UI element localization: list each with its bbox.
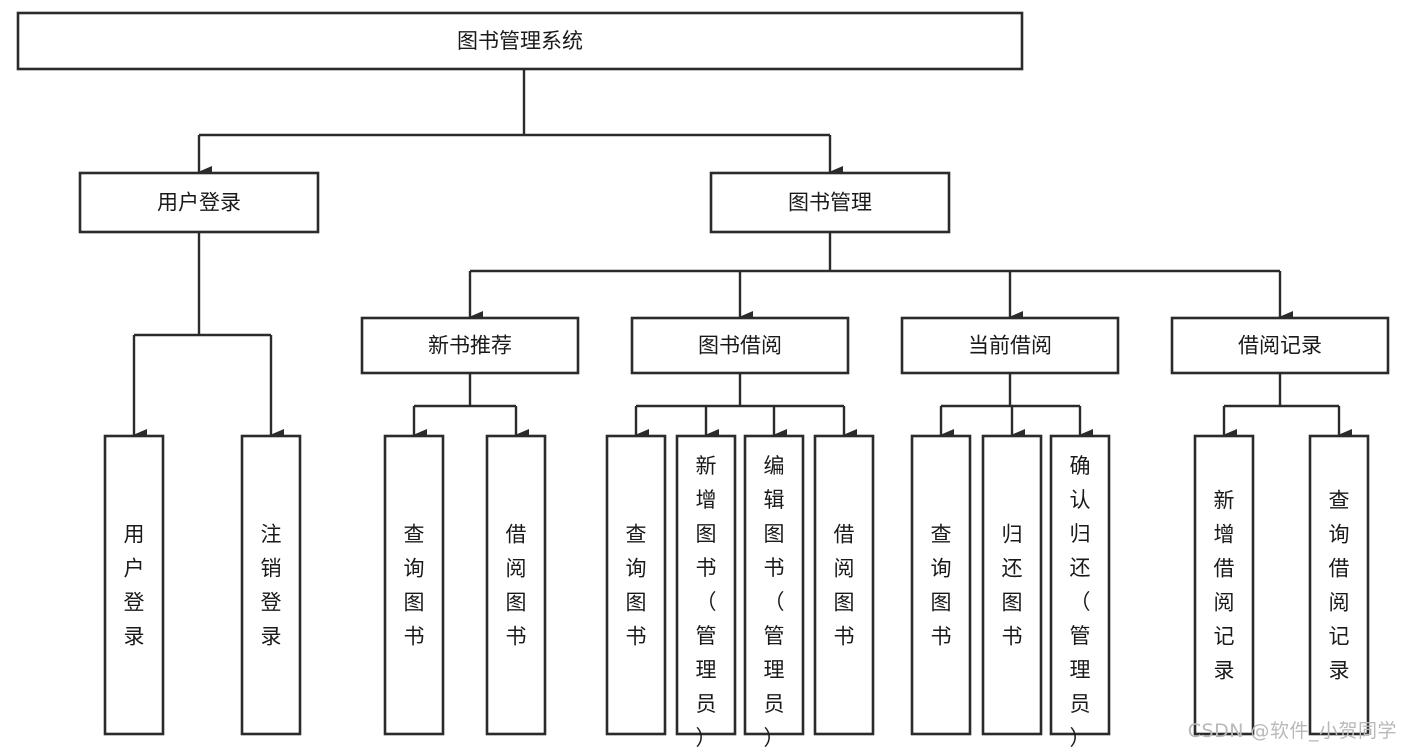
- node-leaf-confirm-return-admin[interactable]: 确认归还（管理员）: [1049, 434, 1111, 747]
- node-label: 归还图书: [1002, 522, 1023, 648]
- node-label: 借阅图书: [506, 522, 527, 648]
- node-label: 当前借阅: [968, 334, 1052, 358]
- node-box[interactable]: [675, 434, 737, 736]
- node-box[interactable]: [1308, 434, 1370, 736]
- watermark-label: CSDN @软件_小贺同学: [1187, 720, 1397, 742]
- node-box[interactable]: [485, 434, 547, 736]
- node-label: 图书管理: [788, 191, 872, 215]
- node-label: 新增图书（管理员）: [696, 454, 717, 747]
- node-label: 借阅记录: [1238, 334, 1322, 358]
- node-leaf-borrow-book[interactable]: 借阅图书: [813, 434, 875, 736]
- node-box[interactable]: [240, 434, 302, 736]
- node-label: 查询图书: [404, 522, 425, 648]
- node-label: 用户登录: [124, 522, 145, 648]
- node-layer: 图书管理系统用户登录图书管理新书推荐图书借阅当前借阅借阅记录用户登录注销登录查询…: [16, 11, 1390, 747]
- node-label: 用户登录: [157, 191, 241, 215]
- node-label: 新书推荐: [428, 334, 512, 358]
- node-box[interactable]: [103, 434, 165, 736]
- node-leaf-edit-book-admin[interactable]: 编辑图书（管理员）: [743, 434, 805, 747]
- node-leaf-query-book-recommend[interactable]: 查询图书: [383, 434, 445, 736]
- node-label: 新增借阅记录: [1214, 488, 1235, 682]
- node-box[interactable]: [78, 171, 320, 234]
- node-box[interactable]: [383, 434, 445, 736]
- node-box[interactable]: [630, 316, 850, 375]
- node-current-borrow[interactable]: 当前借阅: [900, 316, 1120, 375]
- node-box[interactable]: [605, 434, 667, 736]
- node-borrow-record[interactable]: 借阅记录: [1170, 316, 1390, 375]
- node-user-login[interactable]: 用户登录: [78, 171, 320, 234]
- node-book-borrow[interactable]: 图书借阅: [630, 316, 850, 375]
- node-leaf-query-borrow-record[interactable]: 查询借阅记录: [1308, 434, 1370, 736]
- node-box[interactable]: [1193, 434, 1255, 736]
- node-leaf-user-login[interactable]: 用户登录: [103, 434, 165, 736]
- node-leaf-add-borrow-record[interactable]: 新增借阅记录: [1193, 434, 1255, 736]
- node-new-book-recommend[interactable]: 新书推荐: [360, 316, 580, 375]
- node-box[interactable]: [709, 171, 951, 234]
- node-leaf-return-book[interactable]: 归还图书: [981, 434, 1043, 736]
- node-box[interactable]: [981, 434, 1043, 736]
- node-root-root[interactable]: 图书管理系统: [16, 11, 1024, 71]
- node-box[interactable]: [360, 316, 580, 375]
- node-leaf-query-book-current[interactable]: 查询图书: [910, 434, 972, 736]
- node-label: 查询借阅记录: [1329, 488, 1350, 682]
- node-label: 确认归还（管理员）: [1070, 454, 1091, 747]
- node-box[interactable]: [1049, 434, 1111, 736]
- node-label: 查询图书: [626, 522, 647, 648]
- node-box[interactable]: [813, 434, 875, 736]
- node-box[interactable]: [910, 434, 972, 736]
- node-label: 编辑图书（管理员）: [764, 454, 785, 747]
- connector-layer: [132, 69, 1352, 441]
- node-box[interactable]: [900, 316, 1120, 375]
- node-label: 查询图书: [931, 522, 952, 648]
- node-book-manage[interactable]: 图书管理: [709, 171, 951, 234]
- node-leaf-query-book-borrow[interactable]: 查询图书: [605, 434, 667, 736]
- node-label: 注销登录: [261, 522, 282, 648]
- node-box[interactable]: [16, 11, 1024, 71]
- node-leaf-add-book-admin[interactable]: 新增图书（管理员）: [675, 434, 737, 747]
- node-leaf-borrow-book-recommend[interactable]: 借阅图书: [485, 434, 547, 736]
- node-label: 图书管理系统: [457, 29, 583, 53]
- node-label: 图书借阅: [698, 334, 782, 358]
- node-leaf-user-logout[interactable]: 注销登录: [240, 434, 302, 736]
- node-box[interactable]: [743, 434, 805, 736]
- node-label: 借阅图书: [834, 522, 855, 648]
- node-box[interactable]: [1170, 316, 1390, 375]
